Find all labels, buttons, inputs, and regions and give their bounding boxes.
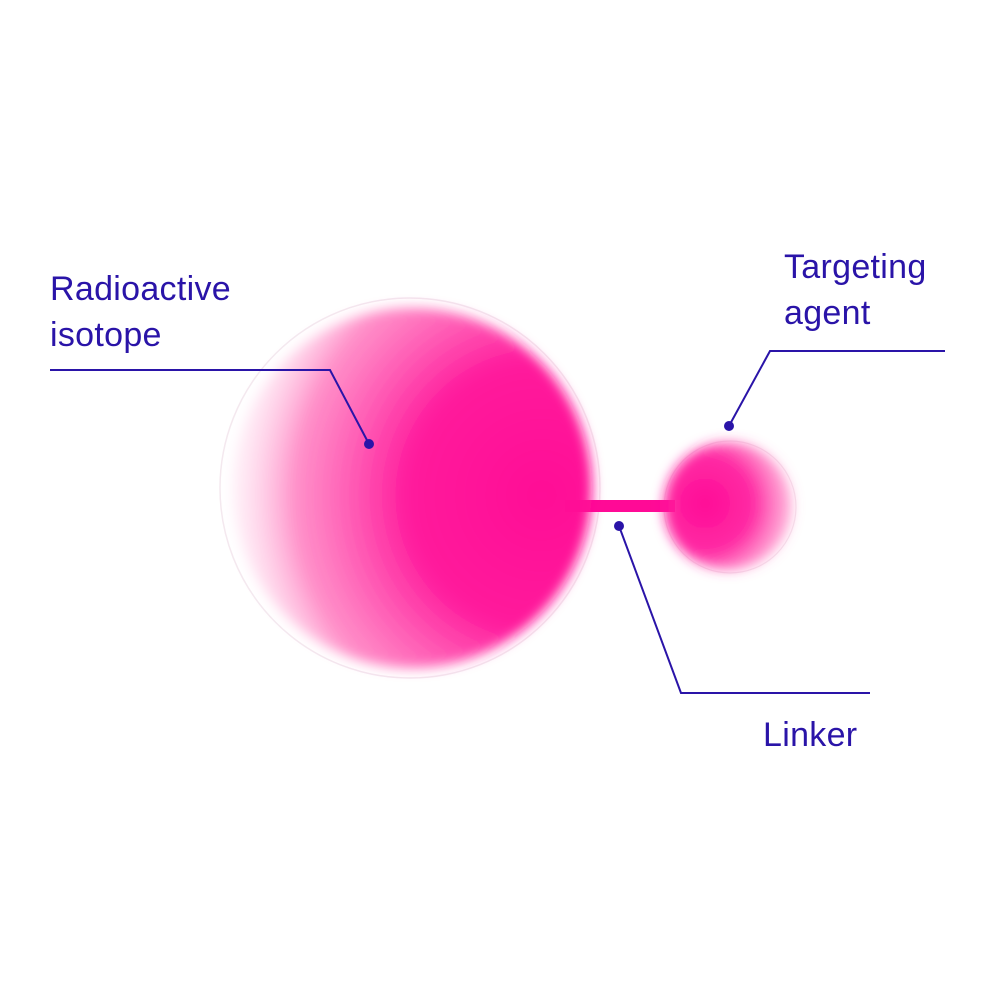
targeting-agent-label-line2: agent [784, 294, 871, 332]
isotope-outline [219, 297, 601, 679]
linker-bar [565, 500, 675, 512]
targeting-agent-leader-line [728, 350, 945, 427]
linker-label-text: Linker [763, 716, 858, 754]
radioactive-isotope-sphere [232, 308, 592, 668]
linker-leader-dot [614, 521, 624, 531]
targeting-agent-label-line1: Targeting [784, 248, 927, 286]
targeting-agent-sphere [664, 442, 792, 570]
isotope-leader-line [50, 369, 370, 445]
radioactive-isotope-label-line2: isotope [50, 316, 162, 354]
isotope-leader-dot [364, 439, 374, 449]
linker-leader-line [618, 525, 870, 694]
targeting-agent-leader-dot [724, 421, 734, 431]
targeting-agent-label: Targeting agent [784, 244, 927, 336]
radioactive-isotope-label: Radioactive isotope [50, 266, 231, 358]
linker-label: Linker [763, 712, 857, 758]
radioactive-isotope-label-line1: Radioactive [50, 270, 231, 308]
